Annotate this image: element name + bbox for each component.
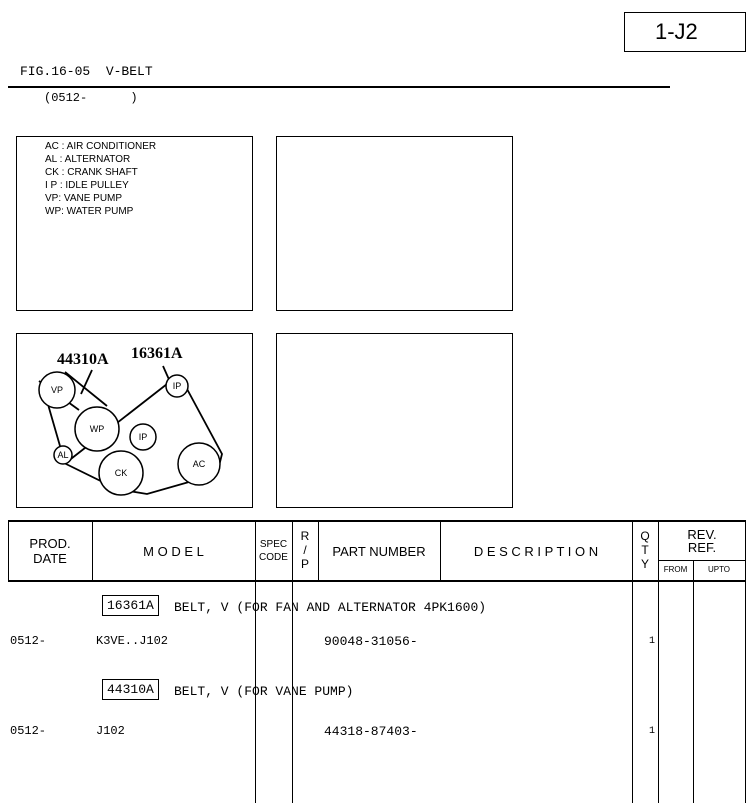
pulley-label-al: AL [57,450,68,460]
row-qty: 1 [649,726,656,737]
group-title: BELT, V (FOR VANE PUMP) [174,684,354,699]
header-model: M O D E L [143,544,204,559]
pulley-al [53,445,73,465]
pulley-vp-top [38,371,76,409]
legend-item: AL : ALTERNATOR [45,154,131,165]
header-prod-date: PROD. DATE [29,536,71,566]
row-model: J102 [96,724,125,738]
callout-44310A: 44310A [57,351,109,368]
header-rev-ref: REV. REF. [687,527,717,555]
legend-item: WP: WATER PUMP [45,206,134,217]
title-rule [8,86,670,88]
pulley-label-ip-mid: IP [139,432,148,442]
row-model: K3VE..J102 [96,634,169,648]
figure-range: (0512- ) [44,91,138,105]
header-description: D E S C R I P T I O N [473,544,599,559]
callout-16361A: 16361A [131,345,183,362]
row-part-number: 90048-31056- [324,634,418,649]
belt-diagram: VP WP IP IP AL CK AC 44310A 16361A [38,345,223,496]
pulley-label-wp: WP [90,424,105,434]
pulley-label-ck: CK [115,468,128,478]
header-part-number: PART NUMBER [332,544,426,559]
pulley-wp [74,406,120,452]
empty-panel-top [276,136,513,311]
pulley-ip-top [165,374,189,398]
legend-item: VP: VANE PUMP [45,193,123,204]
legend-box: AC : AIR CONDITIONER AL : ALTERNATOR CK … [16,136,253,311]
row-date: 0512- [10,634,47,648]
page-id-box: 1-J2 [624,12,746,52]
belt-diagram-box: VP WP IP IP AL CK AC 44310A 16361A [16,333,253,508]
parts-table: PROD. DATE M O D E L SPEC CODE R / P PAR… [8,520,746,803]
header-qty: Q T Y [640,529,650,571]
legend-item: AC : AIR CONDITIONER [45,141,157,152]
pulley-label-ac: AC [193,459,206,469]
group-title: BELT, V (FOR FAN AND ALTERNATOR 4PK1600) [174,600,487,615]
pulley-ac [177,442,221,486]
figure-title: FIG.16-05 V-BELT [20,64,153,79]
header-upto: UPTO [707,565,731,574]
page-id: 1-J2 [655,19,698,44]
group-ref-box: 44310A [102,679,159,700]
header-spec-code: SPEC CODE [259,539,288,563]
group-ref-box: 16361A [102,595,159,616]
header-from: FROM [663,565,688,574]
empty-panel-bottom [276,333,513,508]
row-date: 0512- [10,724,47,738]
legend-item: CK : CRANK SHAFT [45,167,138,178]
legend-item: I P : IDLE PULLEY [45,180,129,191]
row-qty: 1 [649,636,656,647]
pulley-ip-mid [129,423,157,451]
header-rp: R / P [300,529,310,571]
pulley-label-vp-top: VP [51,385,63,395]
row-part-number: 44318-87403- [324,724,418,739]
pulley-label-ip-top: IP [173,381,182,391]
pulley-ck [98,450,144,496]
